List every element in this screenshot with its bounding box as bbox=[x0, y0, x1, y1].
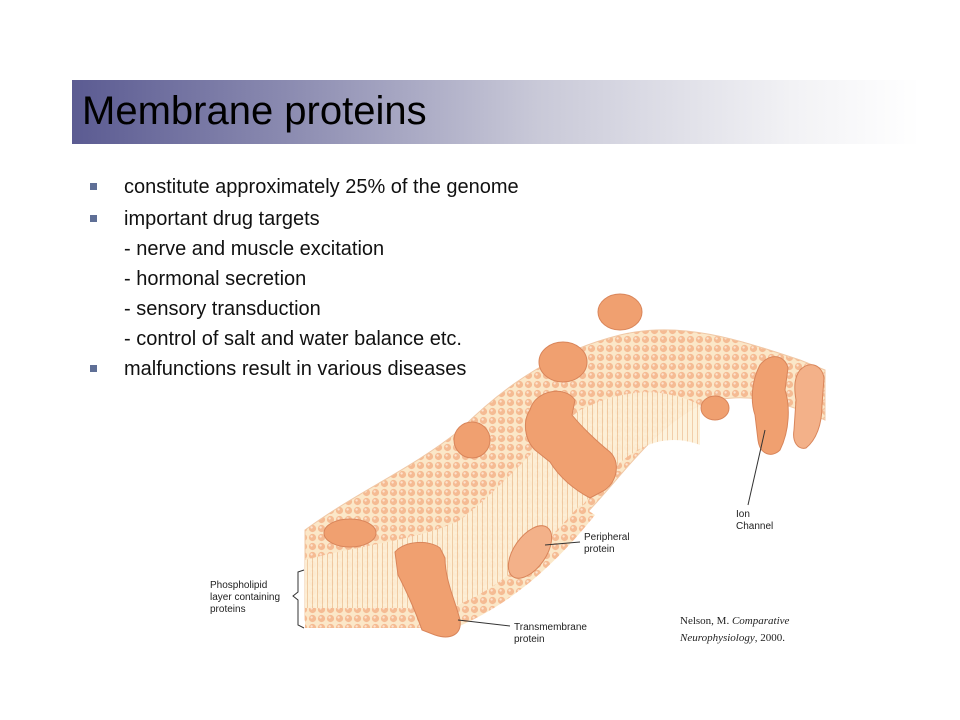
bullet-list: constitute approximately 25% of the geno… bbox=[86, 176, 556, 380]
bullet-item: malfunctions result in various diseases bbox=[86, 358, 556, 380]
ion-channel-label-line1: Ion bbox=[736, 509, 750, 520]
phospholipid-label-line2: layer containing bbox=[210, 592, 280, 603]
bullet-text: constitute approximately 25% of the geno… bbox=[124, 176, 519, 198]
transmembrane-pointer-line bbox=[457, 619, 511, 627]
peripheral-pointer-line bbox=[544, 541, 581, 546]
peripheral-label-line1: Peripheral bbox=[584, 532, 630, 543]
phospholipid-label-line1: Phospholipid bbox=[210, 580, 267, 591]
sub-item: - hormonal secretion bbox=[124, 268, 307, 290]
sub-item: - control of salt and water balance etc. bbox=[124, 328, 462, 350]
transmembrane-label-line1: Transmembrane bbox=[514, 622, 587, 633]
peripheral-label-line2: protein bbox=[584, 544, 615, 555]
ion-channel-shape bbox=[751, 356, 789, 455]
bullet-square-icon bbox=[90, 215, 97, 222]
sub-item: - nerve and muscle excitation bbox=[124, 238, 385, 260]
bullet-text: malfunctions result in various diseases bbox=[124, 358, 467, 380]
peripheral-protein-shape bbox=[507, 525, 553, 579]
bullet-square-icon bbox=[90, 183, 97, 190]
bullet-item: constitute approximately 25% of the geno… bbox=[86, 176, 556, 198]
ion-channel-shape bbox=[793, 364, 825, 449]
peripheral-protein-shape bbox=[700, 395, 730, 421]
peripheral-protein-shape bbox=[597, 293, 643, 331]
peripheral-protein-shape bbox=[323, 518, 377, 548]
layer-bracket bbox=[292, 569, 305, 629]
citation: Nelson, M. Comparative Neurophysiology, … bbox=[680, 613, 840, 647]
bullet-square-icon bbox=[90, 365, 97, 372]
citation-author: Nelson, M. bbox=[680, 615, 732, 627]
ion-channel-label-line2: Channel bbox=[736, 521, 773, 532]
phospholipid-label-line3: proteins bbox=[210, 604, 246, 615]
citation-title-part1: Comparative bbox=[731, 615, 790, 627]
transmembrane-label-line2: protein bbox=[514, 634, 545, 645]
citation-year: , 2000. bbox=[754, 632, 785, 644]
membrane-illustration: Phospholipid layer containing proteins P… bbox=[210, 293, 826, 645]
citation-title-part2: Neurophysiology bbox=[680, 632, 755, 644]
title-bar: Membrane proteins bbox=[72, 80, 920, 144]
slide-title: Membrane proteins bbox=[82, 89, 427, 133]
peripheral-protein-shape bbox=[538, 341, 588, 383]
bullet-text: important drug targets bbox=[124, 208, 320, 230]
ion-channel-pointer-line bbox=[747, 429, 766, 506]
peripheral-protein-shape bbox=[453, 421, 491, 459]
sub-item: - sensory transduction bbox=[124, 298, 321, 320]
bullet-item: important drug targets bbox=[86, 208, 556, 230]
transmembrane-protein-shape bbox=[524, 390, 617, 499]
